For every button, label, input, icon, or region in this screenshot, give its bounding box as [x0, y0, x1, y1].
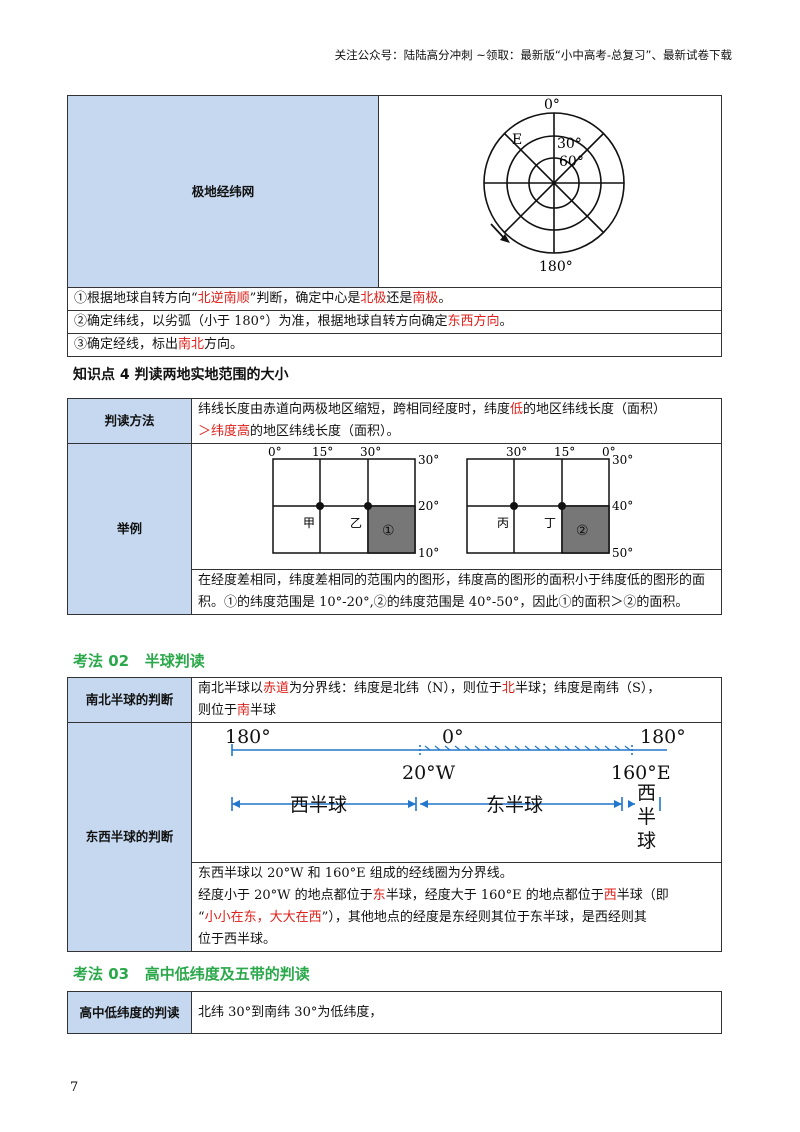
area-compare-table: 判读方法 纬线长度由赤道向两极地区缩短，跨相同经度时，纬度低的地区纬线长度（面积… — [67, 398, 722, 615]
method-label: 判读方法 — [67, 398, 192, 444]
section-heading-03: 考法 03 高中低纬度及五带的判读 — [73, 965, 310, 983]
ew-text: 东西半球以 20°W 和 160°E 组成的经线圈为分界线。 经度小于 20°W… — [191, 862, 722, 952]
svg-text:球: 球 — [637, 830, 656, 852]
example-grids: 0° 15° 30° 30° 20° 10° 甲 乙 ① 30° 15° 0° … — [191, 443, 722, 570]
svg-text:西半球: 西半球 — [290, 794, 347, 816]
svg-text:180°: 180° — [225, 726, 271, 748]
svg-text:①: ① — [382, 523, 395, 539]
ns-label: 南北半球的判断 — [67, 677, 192, 723]
svg-text:30°: 30° — [506, 445, 527, 459]
svg-text:15°: 15° — [312, 445, 333, 459]
svg-text:甲: 甲 — [303, 516, 315, 530]
label-180deg: 180° — [539, 259, 573, 275]
polar-rule-2: ②确定纬线，以劣弧（小于 180°）为准，根据地球自转方向确定东西方向。 — [67, 310, 722, 334]
latitude-text: 北纬 30°到南纬 30°为低纬度， — [191, 991, 722, 1034]
svg-text:160°E: 160°E — [611, 762, 671, 784]
svg-text:30°: 30° — [360, 445, 381, 459]
svg-text:②: ② — [576, 523, 589, 539]
svg-text:180°: 180° — [640, 726, 686, 748]
label-60deg: 60° — [559, 154, 584, 170]
page-number: 7 — [70, 1080, 79, 1095]
svg-text:30°: 30° — [418, 453, 439, 467]
svg-text:15°: 15° — [554, 445, 575, 459]
polar-rule-3: ③确定经线，标出南北方向。 — [67, 333, 722, 357]
hemisphere-diagram: 180° 0° 180° 20°W 160°E 西半球 东半球 西 半 球 — [225, 726, 686, 852]
method-text: 纬线长度由赤道向两极地区缩短，跨相同经度时，纬度低的地区纬线长度（面积）＞纬度高… — [191, 398, 722, 444]
svg-text:东半球: 东半球 — [486, 794, 543, 816]
svg-text:50°: 50° — [612, 546, 633, 560]
example-label: 举例 — [67, 443, 192, 615]
svg-text:30°: 30° — [612, 453, 633, 467]
polar-grid-table: 极地经纬网 0° E 30° 60° 180° — [67, 95, 722, 357]
latitude-table: 高中低纬度的判读 北纬 30°到南纬 30°为低纬度， — [67, 991, 722, 1034]
svg-text:0°: 0° — [602, 445, 616, 459]
ew-diagram-cell: 180° 0° 180° 20°W 160°E 西半球 东半球 西 半 球 — [191, 722, 722, 863]
polar-rule-1: ①根据地球自转方向“北逆南顺”判断，确定中心是北极还是南极。 — [67, 287, 722, 311]
svg-text:40°: 40° — [612, 499, 633, 513]
svg-text:丙: 丙 — [497, 516, 509, 530]
ew-label: 东西半球的判断 — [67, 722, 192, 952]
example-explain: 在经度差相同，纬度差相同的范围内的图形，纬度高的图形的面积小于纬度低的图形的面积… — [191, 569, 722, 615]
svg-text:半: 半 — [637, 806, 656, 828]
polar-grid-label: 极地经纬网 — [67, 95, 379, 288]
section-heading-02: 考法 02 半球判读 — [73, 652, 205, 670]
label-0deg: 0° — [544, 97, 560, 113]
label-30deg: 30° — [557, 136, 582, 152]
polar-diagram-cell: 0° E 30° 60° 180° — [378, 95, 722, 288]
label-e: E — [512, 132, 522, 148]
svg-text:0°: 0° — [268, 445, 282, 459]
grid-diagrams: 0° 15° 30° 30° 20° 10° 甲 乙 ① 30° 15° 0° … — [268, 445, 633, 560]
latitude-label: 高中低纬度的判读 — [67, 991, 192, 1034]
ns-text: 南北半球以赤道为分界线：纬度是北纬（N），则位于北半球；纬度是南纬（S），则位于… — [191, 677, 722, 723]
svg-text:10°: 10° — [418, 546, 439, 560]
svg-text:20°W: 20°W — [402, 762, 456, 784]
hemisphere-table: 南北半球的判断 南北半球以赤道为分界线：纬度是北纬（N），则位于北半球；纬度是南… — [67, 677, 722, 952]
svg-text:乙: 乙 — [350, 516, 362, 530]
svg-text:0°: 0° — [442, 726, 464, 748]
svg-text:丁: 丁 — [544, 516, 556, 530]
page-header: 关注公众号：陆陆高分冲刺 ~领取：最新版“小中高考-总复习”、最新试卷下载 — [334, 48, 732, 62]
svg-text:西: 西 — [637, 782, 656, 804]
svg-text:20°: 20° — [418, 499, 439, 513]
section-heading-knowledge-4: 知识点 4 判读两地实地范围的大小 — [73, 367, 289, 383]
polar-grid-diagram: 0° E 30° 60° 180° — [483, 97, 625, 275]
